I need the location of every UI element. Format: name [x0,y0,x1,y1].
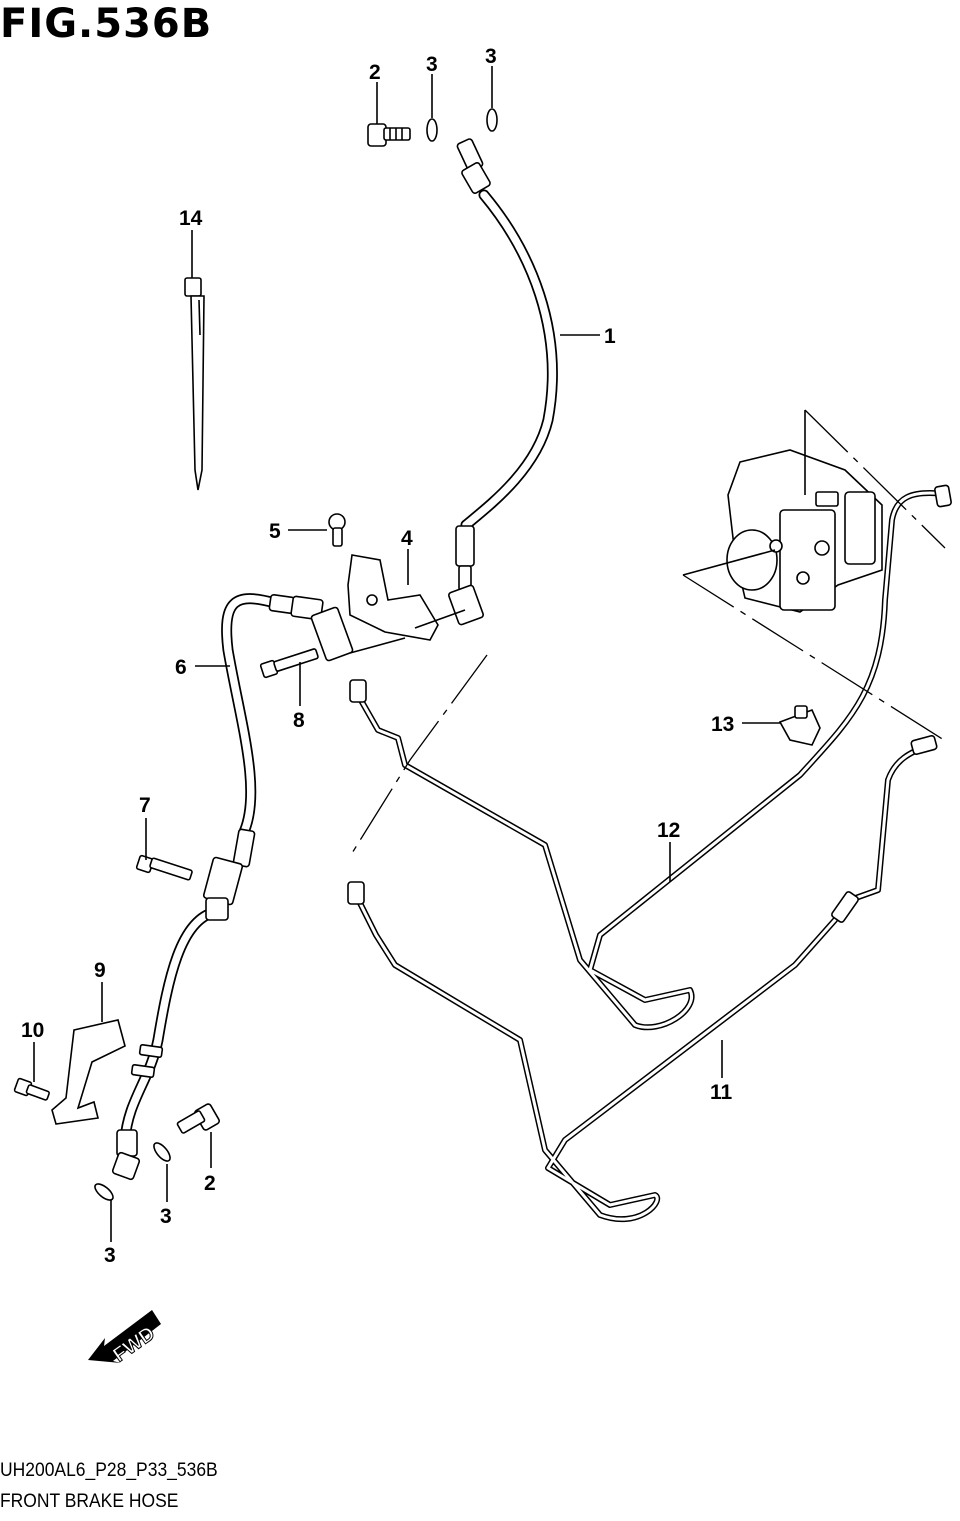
reference-lines [348,409,946,859]
brake-pipe-12[interactable] [349,484,952,1031]
forward-direction-arrow: FWD [88,1310,161,1367]
callout-2-upper: 2 [369,61,381,84]
callout-3-upper-right: 3 [485,45,497,68]
washer-lower-1[interactable] [151,1140,173,1163]
cable-tie[interactable] [184,277,205,491]
abs-unit [726,449,883,613]
bracket-bolt-small[interactable] [13,1077,50,1101]
callout-14: 14 [179,207,203,230]
callout-3-lower-right: 3 [160,1205,172,1228]
callout-11: 11 [710,1081,733,1104]
hose-bracket[interactable] [347,554,439,641]
banjo-bolt-upper[interactable] [367,123,411,147]
bracket-bolt[interactable] [259,648,319,679]
figure-title: FIG.536B [0,1,213,47]
callout-8: 8 [293,709,305,732]
callout-12: 12 [657,819,680,842]
brake-hose-upper[interactable] [448,138,558,626]
washer-upper-2[interactable] [486,108,498,132]
figure-name: FRONT BRAKE HOSE [0,1491,179,1512]
figure-code: UH200AL6_P28_P33_536B [0,1460,218,1481]
leader-lines [33,66,780,1242]
callout-7: 7 [139,794,151,817]
callout-4: 4 [401,527,413,550]
bolt-small[interactable] [328,513,346,547]
washer-upper-1[interactable] [426,118,438,142]
callout-1: 1 [604,325,616,348]
pipe-clamp[interactable] [778,705,821,746]
callout-2-lower: 2 [204,1172,216,1195]
washer-lower-2[interactable] [92,1181,115,1203]
brake-pipe-11[interactable] [347,735,938,1223]
callout-5: 5 [269,520,281,543]
callout-9: 9 [94,959,106,982]
banjo-bolt-lower[interactable] [176,1103,221,1134]
callout-10: 10 [21,1019,44,1042]
callout-13: 13 [711,713,734,736]
callout-3-lower-left: 3 [104,1244,116,1267]
hose-clamp-bracket[interactable] [51,1019,126,1125]
brake-hose-lower[interactable] [111,593,354,1181]
mount-bolt[interactable] [135,854,193,881]
callout-3-upper-left: 3 [426,53,438,76]
callout-6: 6 [175,656,187,679]
